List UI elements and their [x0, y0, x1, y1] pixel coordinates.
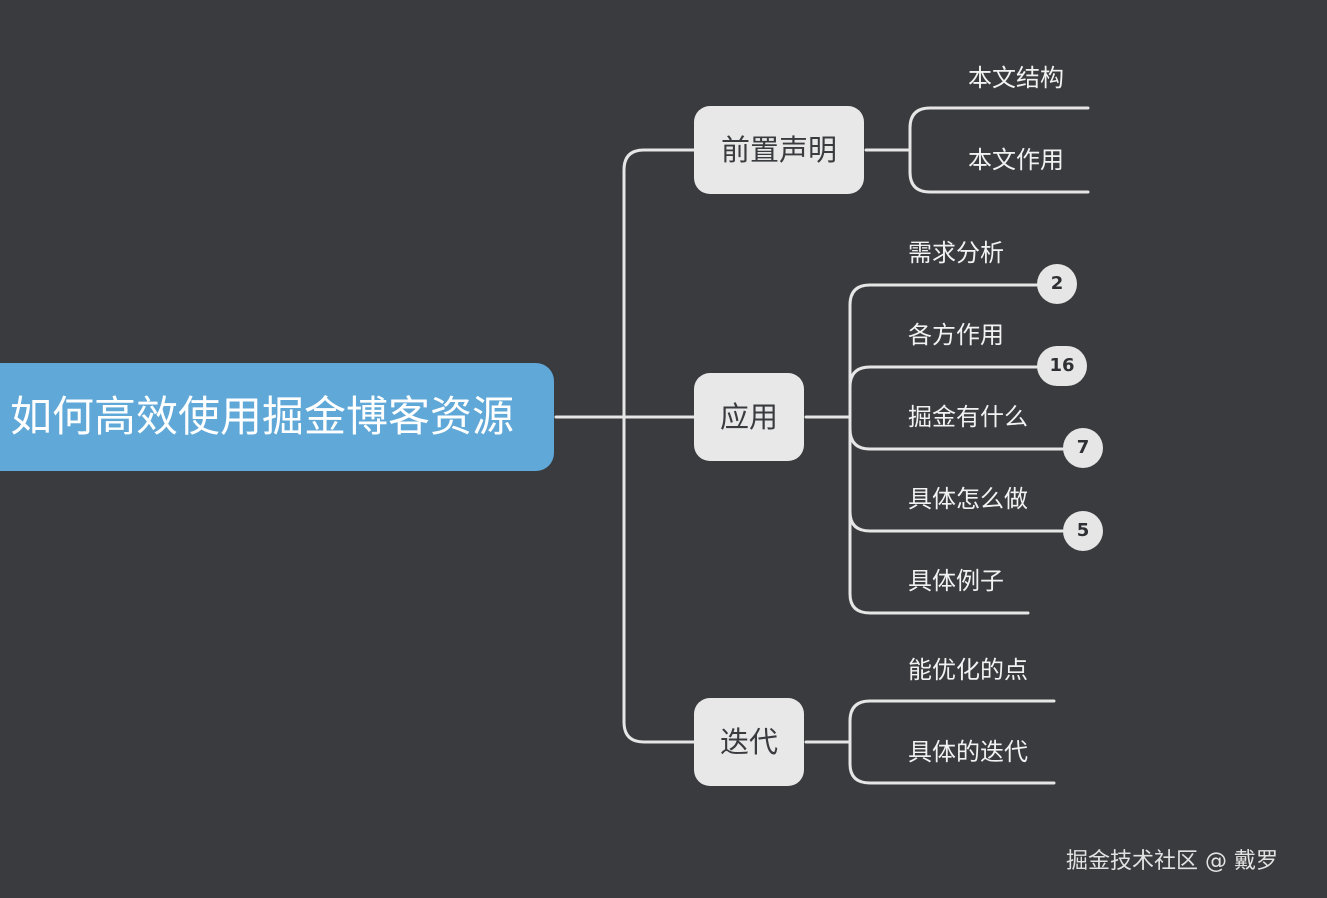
leaf-label: 掘金有什么	[908, 403, 1028, 431]
leaf-node[interactable]: 具体例子	[908, 561, 1004, 596]
root-node[interactable]: 如何高效使用掘金博客资源	[0, 363, 554, 471]
connector-branch-3-children	[848, 699, 1056, 785]
connector-branch-2-children	[848, 283, 1042, 615]
leaf-node[interactable]: 需求分析	[908, 233, 1004, 268]
branch-node-application[interactable]: 应用	[694, 373, 804, 461]
collapsed-count-badge[interactable]: 2	[1037, 264, 1077, 304]
leaf-node[interactable]: 各方作用	[908, 315, 1004, 350]
leaf-label: 具体例子	[908, 567, 1004, 595]
badge-count: 16	[1049, 355, 1075, 376]
badge-count: 2	[1050, 273, 1064, 294]
leaf-node[interactable]: 具体的迭代	[908, 732, 1028, 767]
leaf-label: 具体的迭代	[908, 738, 1028, 766]
branch-label: 迭代	[719, 725, 778, 759]
badge-count: 7	[1076, 437, 1090, 458]
leaf-node[interactable]: 本文作用	[968, 140, 1064, 175]
leaf-label: 需求分析	[908, 239, 1004, 267]
leaf-label: 各方作用	[908, 321, 1004, 349]
connector-branch-1-children	[908, 106, 1090, 194]
connector-leaf-2	[848, 365, 1042, 389]
collapsed-count-badge[interactable]: 16	[1037, 346, 1087, 386]
leaf-node[interactable]: 具体怎么做	[908, 479, 1028, 514]
root-label: 如何高效使用掘金博客资源	[10, 392, 515, 441]
leaf-node[interactable]: 能优化的点	[908, 650, 1028, 685]
connector-leaf-4	[848, 510, 1068, 533]
branch-node-preface[interactable]: 前置声明	[694, 106, 864, 194]
connector-leaf-3	[848, 427, 1068, 451]
badge-count: 5	[1076, 520, 1090, 541]
collapsed-count-badge[interactable]: 7	[1063, 428, 1103, 468]
leaf-label: 能优化的点	[908, 656, 1028, 684]
collapsed-count-badge[interactable]: 5	[1063, 511, 1103, 551]
connector-trunk	[622, 148, 696, 744]
leaf-label: 本文作用	[968, 146, 1064, 174]
watermark-text: 掘金技术社区 @ 戴罗	[1066, 849, 1278, 874]
branch-node-iteration[interactable]: 迭代	[694, 698, 804, 786]
branch-label: 应用	[719, 400, 778, 434]
leaf-label: 本文结构	[968, 64, 1064, 92]
branch-label: 前置声明	[720, 133, 837, 167]
leaf-node[interactable]: 本文结构	[968, 58, 1064, 93]
leaf-node[interactable]: 掘金有什么	[908, 397, 1028, 432]
leaf-label: 具体怎么做	[908, 485, 1028, 513]
